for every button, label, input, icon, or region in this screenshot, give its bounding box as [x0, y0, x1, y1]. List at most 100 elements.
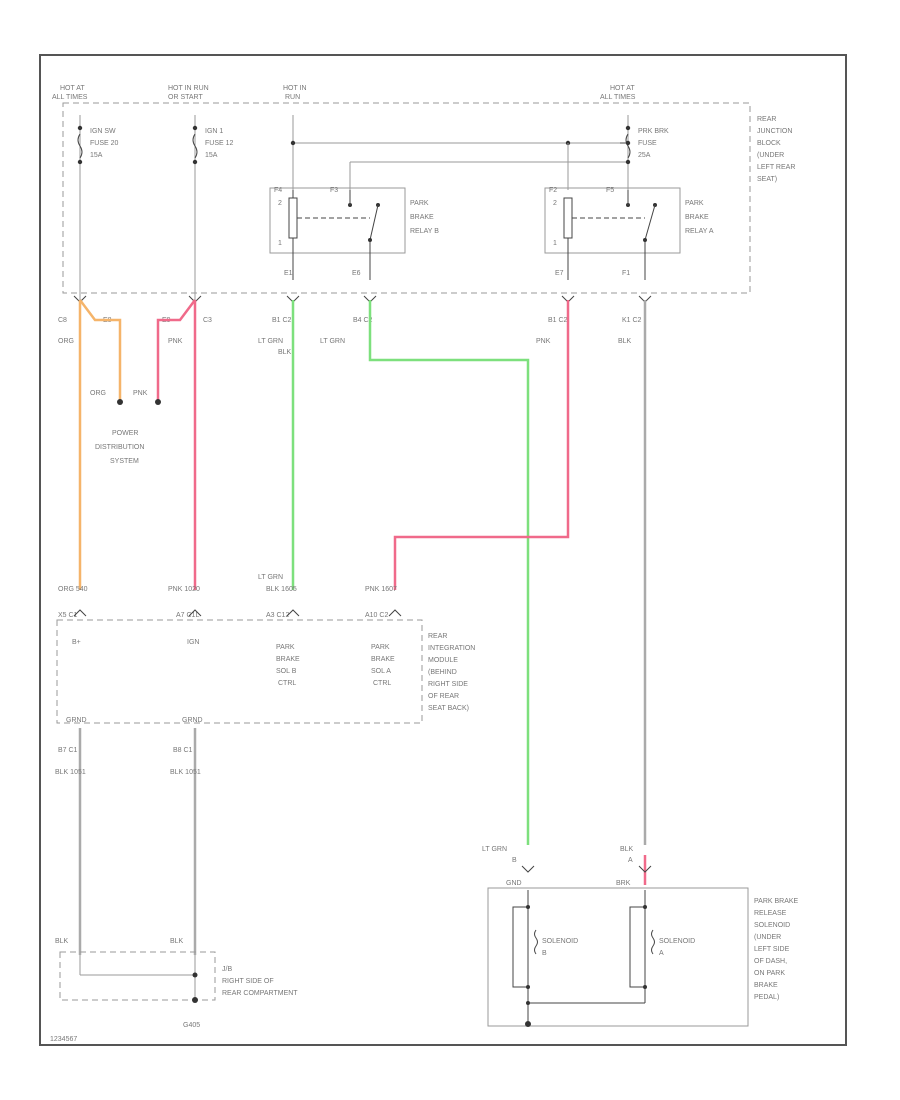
svg-text:RIGHT SIDE OF: RIGHT SIDE OF — [222, 978, 274, 985]
source-hot-at-all-times-2: HOT AT ALL TIMES — [600, 85, 636, 101]
svg-text:RUN: RUN — [285, 94, 300, 101]
wire-org-540 — [78, 299, 122, 590]
svg-text:BRAKE: BRAKE — [410, 214, 434, 221]
svg-text:RELEASE: RELEASE — [754, 910, 787, 917]
svg-text:GND: GND — [506, 880, 522, 887]
svg-text:B1 C2: B1 C2 — [272, 317, 292, 324]
svg-text:FUSE 20: FUSE 20 — [90, 140, 119, 147]
svg-text:B7 C1: B7 C1 — [58, 747, 78, 754]
ground-splice: J/B RIGHT SIDE OF REAR COMPARTMENT G405 — [59, 951, 298, 1029]
svg-text:BRAKE: BRAKE — [754, 982, 778, 989]
svg-text:C3: C3 — [203, 317, 212, 324]
svg-text:IGN: IGN — [187, 639, 199, 646]
svg-text:RELAY A: RELAY A — [685, 228, 714, 235]
diagram-frame — [39, 54, 847, 1046]
svg-text:ALL TIMES: ALL TIMES — [600, 94, 636, 101]
svg-text:F5: F5 — [606, 187, 614, 194]
svg-text:F2: F2 — [549, 187, 557, 194]
svg-text:(UNDER: (UNDER — [754, 934, 781, 941]
svg-text:B8 C1: B8 C1 — [173, 747, 193, 754]
svg-text:OF DASH,: OF DASH, — [754, 958, 787, 965]
svg-text:PNK: PNK — [168, 338, 183, 345]
svg-text:LT GRN: LT GRN — [482, 846, 507, 853]
connector-labels: C8 C3 B1 C2 B4 C2 B1 C2 K1 C2 E8 E9 — [58, 317, 642, 324]
svg-text:B: B — [512, 857, 517, 864]
fuse-ign-sw-20: IGN SW FUSE 20 15A — [77, 115, 119, 300]
svg-text:RIGHT SIDE: RIGHT SIDE — [428, 681, 468, 688]
svg-text:LT GRN: LT GRN — [320, 338, 345, 345]
svg-text:2: 2 — [278, 200, 282, 207]
svg-text:PNK: PNK — [536, 338, 551, 345]
svg-text:PEDAL): PEDAL) — [754, 994, 779, 1001]
svg-text:ON PARK: ON PARK — [754, 970, 785, 977]
svg-text:SOLENOID: SOLENOID — [754, 922, 790, 929]
svg-text:JUNCTION: JUNCTION — [757, 128, 792, 135]
svg-text:PRK BRK: PRK BRK — [638, 128, 669, 135]
svg-text:HOT AT: HOT AT — [610, 85, 635, 92]
svg-text:2: 2 — [553, 200, 557, 207]
svg-text:J/B: J/B — [222, 966, 232, 973]
svg-text:15A: 15A — [90, 152, 103, 159]
svg-text:LEFT SIDE: LEFT SIDE — [754, 946, 790, 953]
svg-text:F4: F4 — [274, 187, 282, 194]
svg-text:PARK: PARK — [276, 644, 295, 651]
svg-text:OR START: OR START — [168, 94, 203, 101]
svg-text:BLK: BLK — [620, 846, 634, 853]
svg-text:CTRL: CTRL — [278, 680, 296, 687]
source-hot-in-run-or-start: HOT IN RUN OR START — [168, 85, 209, 101]
svg-text:B: B — [542, 950, 547, 957]
rear-junction-block-outline — [62, 102, 751, 294]
svg-text:X5 C1: X5 C1 — [58, 612, 78, 619]
svg-text:B+: B+ — [72, 639, 81, 646]
svg-text:GRND: GRND — [182, 717, 203, 724]
svg-text:A: A — [659, 950, 664, 957]
svg-text:BLK: BLK — [55, 938, 69, 945]
svg-text:K1 C2: K1 C2 — [622, 317, 642, 324]
source-hot-at-all-times-1: HOT AT ALL TIMES — [52, 85, 88, 101]
svg-text:A: A — [628, 857, 633, 864]
svg-text:SEAT): SEAT) — [757, 176, 777, 183]
svg-text:E1: E1 — [284, 270, 293, 277]
svg-text:1: 1 — [278, 240, 282, 247]
svg-text:DISTRIBUTION: DISTRIBUTION — [95, 444, 144, 451]
rear-junction-block-label: REAR JUNCTION BLOCK (UNDER LEFT REAR SEA… — [757, 116, 795, 183]
svg-text:BLOCK: BLOCK — [757, 140, 781, 147]
fuse-ign-1-12: IGN 1 FUSE 12 15A — [192, 115, 234, 300]
svg-text:(BEHIND: (BEHIND — [428, 669, 457, 676]
svg-text:25A: 25A — [638, 152, 651, 159]
svg-text:REAR: REAR — [428, 633, 447, 640]
park-brake-relay-a: F2 F5 2 1 PARK BRAKE RELAY A F1 — [544, 187, 714, 280]
park-brake-release-solenoid: GND BRK SOLENOID B SOLENOID A PARK BRAKE… — [487, 880, 799, 1027]
svg-text:E7: E7 — [555, 270, 564, 277]
svg-text:LT GRN: LT GRN — [258, 338, 283, 345]
svg-text:MODULE: MODULE — [428, 657, 458, 664]
svg-text:A10 C2: A10 C2 — [365, 612, 388, 619]
svg-text:1: 1 — [553, 240, 557, 247]
svg-text:GRND: GRND — [66, 717, 87, 724]
svg-text:LEFT REAR: LEFT REAR — [757, 164, 795, 171]
svg-text:INTEGRATION: INTEGRATION — [428, 645, 475, 652]
svg-text:SOL B: SOL B — [276, 668, 297, 675]
junction-block-pin-labels: E6 E7 — [352, 270, 564, 277]
svg-text:LT GRN: LT GRN — [258, 574, 283, 581]
svg-text:BLK: BLK — [618, 338, 632, 345]
rear-integration-module: X5 C1 A7 C1L A3 C12 A10 C2 B+ IGN PARK B… — [56, 609, 475, 724]
svg-text:HOT AT: HOT AT — [60, 85, 85, 92]
svg-text:ORG: ORG — [58, 338, 74, 345]
svg-text:HOT IN RUN: HOT IN RUN — [168, 85, 209, 92]
svg-text:BRAKE: BRAKE — [276, 656, 300, 663]
svg-text:PARK: PARK — [685, 200, 704, 207]
svg-text:F3: F3 — [330, 187, 338, 194]
svg-text:SOL A: SOL A — [371, 668, 391, 675]
svg-text:REAR: REAR — [757, 116, 776, 123]
svg-text:SOLENOID: SOLENOID — [542, 938, 578, 945]
solenoid-wire-labels: LT GRN B BLK A — [482, 846, 652, 873]
svg-text:POWER: POWER — [112, 430, 138, 437]
svg-text:CTRL: CTRL — [373, 680, 391, 687]
svg-text:PNK 1607: PNK 1607 — [365, 586, 397, 593]
wire-color-labels-top: ORG PNK LT GRN BLK LT GRN PNK BLK — [58, 338, 632, 356]
svg-text:B1 C2: B1 C2 — [548, 317, 568, 324]
svg-text:E6: E6 — [352, 270, 361, 277]
wire-pnk-1607 — [393, 300, 570, 590]
